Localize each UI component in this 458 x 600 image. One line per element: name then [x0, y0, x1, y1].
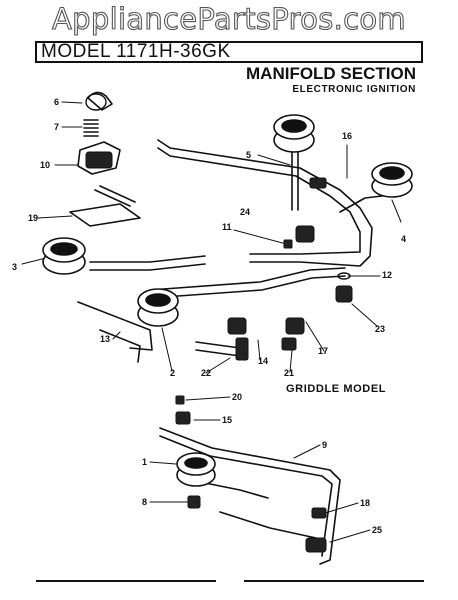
valve-21: [281, 337, 297, 351]
bracket-16: [309, 177, 327, 189]
griddle-manifold-pipe: [159, 427, 341, 565]
callout-11: 11: [222, 222, 232, 232]
section-subtitle: ELECTRONIC IGNITION: [292, 84, 416, 95]
callout-25: 25: [372, 525, 383, 535]
fitting-8: [187, 495, 201, 509]
footer-rule-right: [244, 580, 424, 582]
burner-5: [273, 114, 315, 153]
callout-19: 19: [28, 213, 39, 223]
callout-3: 3: [12, 262, 18, 272]
burner-4: [371, 162, 413, 198]
callout-9: 9: [322, 440, 328, 450]
valve-22-body: [235, 337, 249, 361]
callout-17: 17: [318, 346, 329, 356]
callout-14: 14: [258, 356, 269, 366]
manifold-pipe: [157, 139, 373, 267]
bracket-18: [311, 507, 327, 519]
regulator-spring: [83, 119, 99, 137]
valve-tube: [195, 341, 241, 357]
griddle-model-label: GRIDDLE MODEL: [286, 383, 387, 395]
model-label: MODEL 1171H-36GK: [41, 41, 231, 62]
callout-4: 4: [401, 234, 407, 244]
nut-11: [283, 239, 293, 249]
fitting-10: [85, 151, 113, 169]
center-riser: [291, 147, 299, 211]
clip-15: [175, 411, 191, 425]
callout-20: 20: [232, 392, 243, 402]
griddle-front-tube: [219, 511, 321, 551]
callout-6: 6: [54, 97, 60, 107]
callout-2: 2: [170, 368, 176, 378]
left-burner-feed-inner: [89, 263, 206, 271]
burner-3: [42, 237, 86, 275]
site-watermark: AppliancePartsPros.com: [51, 1, 406, 36]
callout-22: 22: [201, 368, 212, 378]
valve-17: [285, 317, 305, 335]
callout-10: 10: [40, 160, 51, 170]
valve-25: [305, 537, 327, 553]
washer-12: [337, 272, 351, 280]
manifold-pipe-inner: [157, 147, 361, 255]
valve-14: [227, 317, 247, 335]
callout-23: 23: [375, 324, 386, 334]
callout-15: 15: [222, 415, 233, 425]
callout-12: 12: [382, 270, 393, 280]
right-burner-feed: [339, 195, 383, 213]
front-tube-inner: [149, 275, 346, 299]
callout-8: 8: [142, 497, 148, 507]
callout-7: 7: [54, 122, 60, 132]
footer-rule-left: [36, 580, 216, 582]
callout-24: 24: [240, 207, 251, 217]
callout-21: 21: [284, 368, 295, 378]
callout-1: 1: [142, 457, 148, 467]
burner-1: [176, 452, 216, 487]
elbow-6: [85, 93, 107, 111]
griddle-manifold-pipe-inner: [159, 435, 333, 557]
callout-18: 18: [360, 498, 371, 508]
screw-20: [175, 395, 185, 405]
leader-lines: [21, 101, 402, 543]
valve-24: [295, 225, 315, 243]
left-burner-feed: [89, 255, 206, 263]
valve-23: [335, 285, 353, 303]
front-tube: [149, 267, 346, 291]
section-title: MANIFOLD SECTION: [246, 64, 416, 83]
callout-13: 13: [100, 334, 111, 344]
callout-16: 16: [342, 131, 353, 141]
regulator-body: [77, 141, 121, 175]
model-label-box: [35, 41, 423, 63]
orifice-bracket: [69, 185, 141, 227]
support-bracket: [77, 301, 153, 363]
burner-2: [137, 288, 179, 327]
callout-5: 5: [246, 150, 252, 160]
